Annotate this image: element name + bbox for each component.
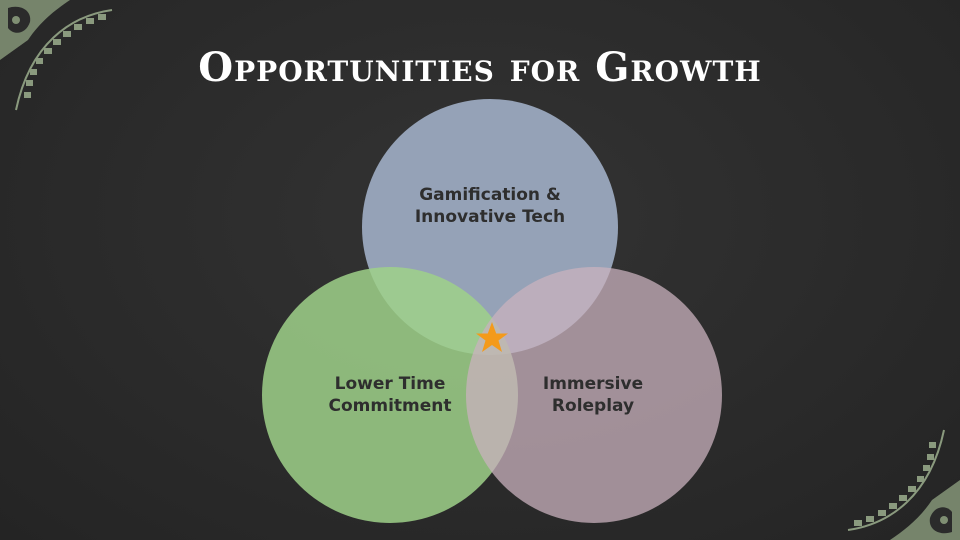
ornament-top-left-icon	[0, 0, 113, 111]
circle-label-left-line1: Lower Time	[335, 374, 446, 394]
circle-label-left-line2: Commitment	[328, 396, 451, 416]
ornament-bottom-right-icon	[847, 429, 960, 540]
circle-label-right-line2: Roleplay	[552, 396, 634, 416]
circle-label-top-line1: Gamification &	[419, 185, 561, 205]
circle-label-right-line1: Immersive	[543, 374, 643, 394]
venn-circle-right	[466, 267, 722, 523]
venn-circle-left	[262, 267, 518, 523]
star-icon	[476, 322, 508, 352]
circle-label-top-line2: Innovative Tech	[415, 207, 565, 227]
page-title: Opportunities for Growth	[198, 44, 762, 91]
